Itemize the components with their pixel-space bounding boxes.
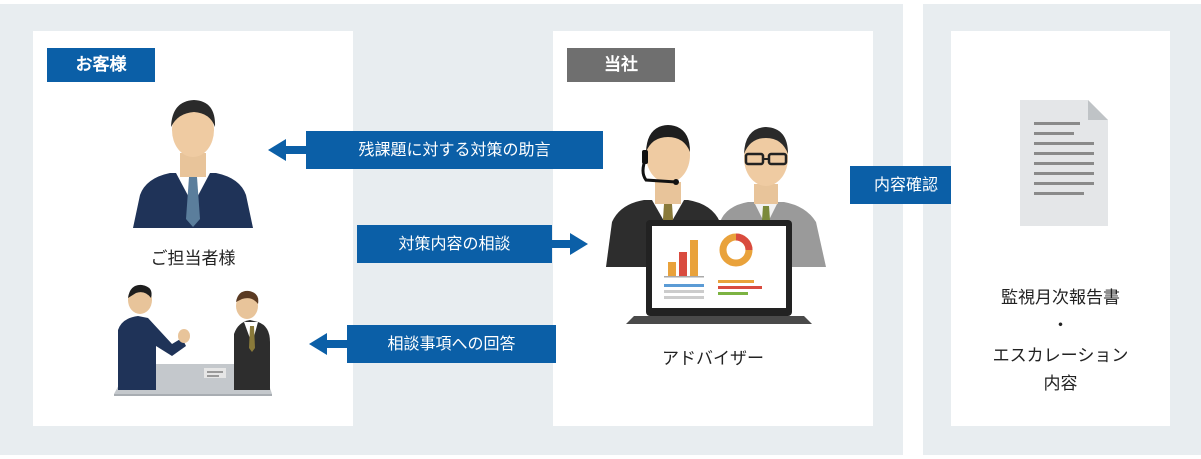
answer-arrow-line bbox=[325, 340, 351, 348]
customer-card bbox=[33, 31, 353, 426]
advisor-icon bbox=[606, 125, 826, 324]
report-card bbox=[951, 31, 1170, 426]
customer-person-label: ご担当者様 bbox=[150, 249, 236, 269]
consult-arrow-label: 対策内容の相談 bbox=[357, 225, 552, 263]
advice-arrow-label: 残課題に対する対策の助言 bbox=[306, 131, 603, 169]
customer-tag: お客様 bbox=[47, 48, 155, 82]
answer-arrow-label: 相談事項への回答 bbox=[347, 325, 556, 363]
confirm-arrow-label: 内容確認 bbox=[850, 166, 962, 204]
consult-arrowhead bbox=[570, 233, 588, 255]
answer-arrowhead bbox=[309, 333, 327, 355]
consult-arrow-line bbox=[548, 240, 572, 248]
report-separator: ・ bbox=[1052, 316, 1069, 336]
advisor-label: アドバイザー bbox=[662, 349, 764, 369]
report-content: 内容 bbox=[1043, 374, 1078, 394]
advice-arrowhead bbox=[268, 139, 286, 161]
report-escalation: エスカレーション bbox=[992, 346, 1129, 366]
customer-person-icon bbox=[133, 100, 253, 228]
advice-arrow-line bbox=[284, 146, 310, 154]
company-tag: 当社 bbox=[567, 48, 675, 82]
document-icon bbox=[1020, 100, 1108, 226]
meeting-icon bbox=[114, 284, 272, 396]
report-title: 監視月次報告書 bbox=[1001, 288, 1120, 308]
